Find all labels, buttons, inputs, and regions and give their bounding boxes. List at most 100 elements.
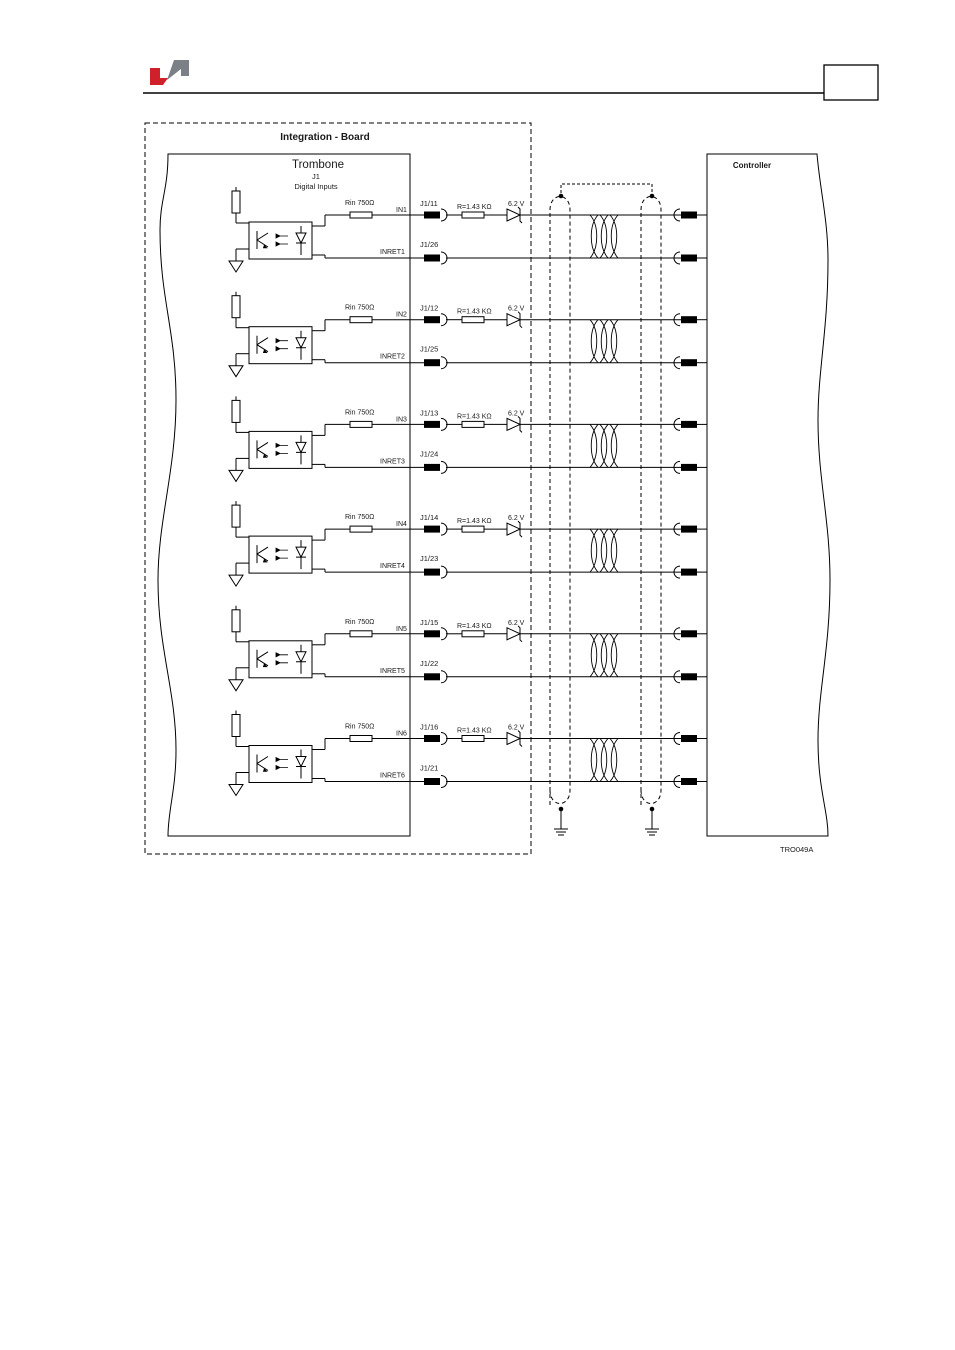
controller-connector-ret <box>681 568 697 576</box>
series-resistor <box>461 316 485 324</box>
led-icon <box>295 756 307 768</box>
ret-label: INRET1 <box>380 249 405 256</box>
pin-in-label: J1/13 <box>420 408 438 417</box>
light-arrow-icon <box>275 346 288 352</box>
shield-left <box>549 196 571 805</box>
pin-ret-label: J1/26 <box>420 240 438 249</box>
zener-diode-icon <box>506 417 522 432</box>
controller-connector-ret-cup <box>673 565 681 579</box>
controller-connector-in <box>681 316 697 324</box>
controller-connector-ret <box>681 778 697 785</box>
in-label: IN4 <box>396 521 407 528</box>
light-arrow-icon <box>275 652 288 658</box>
pullup-resistor <box>231 295 241 319</box>
module-connector: J1 <box>312 172 320 181</box>
shield-node-top-left <box>558 193 564 199</box>
light-arrow-icon <box>275 660 288 666</box>
pin-ret-label: J1/22 <box>420 659 438 668</box>
controller-connector-in <box>681 735 697 742</box>
j1-connector-in <box>424 211 440 219</box>
j1-connector-in <box>424 316 440 324</box>
logo-red-shape <box>150 68 168 85</box>
controller-connector-in-cup <box>673 627 681 641</box>
ret-label: INRET4 <box>380 563 405 570</box>
controller-outline <box>706 153 831 837</box>
optocoupler-box <box>248 745 313 783</box>
controller-connector-in-cup <box>673 522 681 536</box>
rin-label: Rin 750Ω <box>345 514 374 521</box>
led-icon <box>295 441 307 454</box>
zener-label: 6.2 V <box>508 306 525 313</box>
pin-in-label: J1/11 <box>420 199 438 208</box>
ground-icon <box>228 469 244 483</box>
module-subtitle: Digital Inputs <box>294 182 338 191</box>
zener-diode-icon <box>506 731 522 746</box>
cable-shields <box>549 183 662 836</box>
controller-connector-in-cup <box>673 208 681 222</box>
rin-resistor <box>349 420 373 428</box>
j1-connector-ret <box>424 463 440 471</box>
in-label: IN5 <box>396 626 407 633</box>
zener-label: 6.2 V <box>508 620 525 627</box>
phototransistor-icon <box>256 335 269 354</box>
ground-icon <box>228 784 244 797</box>
ground-icon <box>228 260 244 273</box>
pin-in-label: J1/12 <box>420 304 438 313</box>
led-icon <box>295 546 307 559</box>
light-arrow-icon <box>275 547 288 553</box>
zener-label: 6.2 V <box>508 410 525 417</box>
light-arrow-icon <box>275 233 288 239</box>
zener-label: 6.2 V <box>508 201 525 208</box>
twisted-pair <box>589 633 619 678</box>
rin-label: Rin 750Ω <box>345 305 374 312</box>
controller-title: Controller <box>733 161 771 170</box>
emitter-arrow-icon <box>263 244 268 249</box>
emitter-arrow-icon <box>263 663 268 668</box>
company-logo <box>150 60 189 85</box>
rin-label: Rin 750Ω <box>345 200 374 207</box>
controller-connector-in <box>681 211 697 219</box>
twisted-pair <box>589 528 619 573</box>
phototransistor-icon <box>256 231 269 249</box>
led-icon <box>295 651 307 663</box>
twisted-pair <box>589 424 619 468</box>
twisted-pair <box>589 319 619 364</box>
controller-connector-in-cup <box>673 732 681 745</box>
zener-label: 6.2 V <box>508 725 525 732</box>
j1-connector-ret <box>424 778 440 785</box>
series-resistor-label: R=1.43 KΩ <box>457 204 492 211</box>
pullup-resistor <box>231 190 241 214</box>
j1-connector-ret <box>424 568 440 576</box>
series-resistor-label: R=1.43 KΩ <box>457 518 492 525</box>
twisted-pair <box>589 214 619 259</box>
in-label: IN3 <box>396 416 407 423</box>
controller-connector-in <box>681 525 697 533</box>
ground-icon <box>228 679 244 692</box>
rin-label: Rin 750Ω <box>345 619 374 626</box>
shield-right <box>640 196 662 805</box>
integration-board-outline <box>144 122 532 855</box>
twisted-pair <box>589 738 619 782</box>
controller-connector-ret-cup <box>673 251 681 265</box>
ground-icon <box>228 574 244 588</box>
j1-connector-in <box>424 735 440 742</box>
j1-connector-ret <box>424 254 440 262</box>
controller-connector-in <box>681 420 697 428</box>
j1-connector-ret <box>424 359 440 367</box>
rin-resistor <box>349 525 373 533</box>
integration-board-title: Integration - Board <box>280 132 369 143</box>
light-arrow-icon <box>275 338 288 344</box>
trombone-module-outline <box>157 153 411 837</box>
zener-label: 6.2 V <box>508 515 525 522</box>
pin-ret-label: J1/23 <box>420 554 438 563</box>
in-label: IN2 <box>396 312 407 319</box>
zener-diode-icon <box>506 522 522 536</box>
light-arrow-icon <box>275 450 288 457</box>
pin-ret-label: J1/25 <box>420 345 438 354</box>
series-resistor-label: R=1.43 KΩ <box>457 623 492 630</box>
ret-label: INRET6 <box>380 773 405 780</box>
